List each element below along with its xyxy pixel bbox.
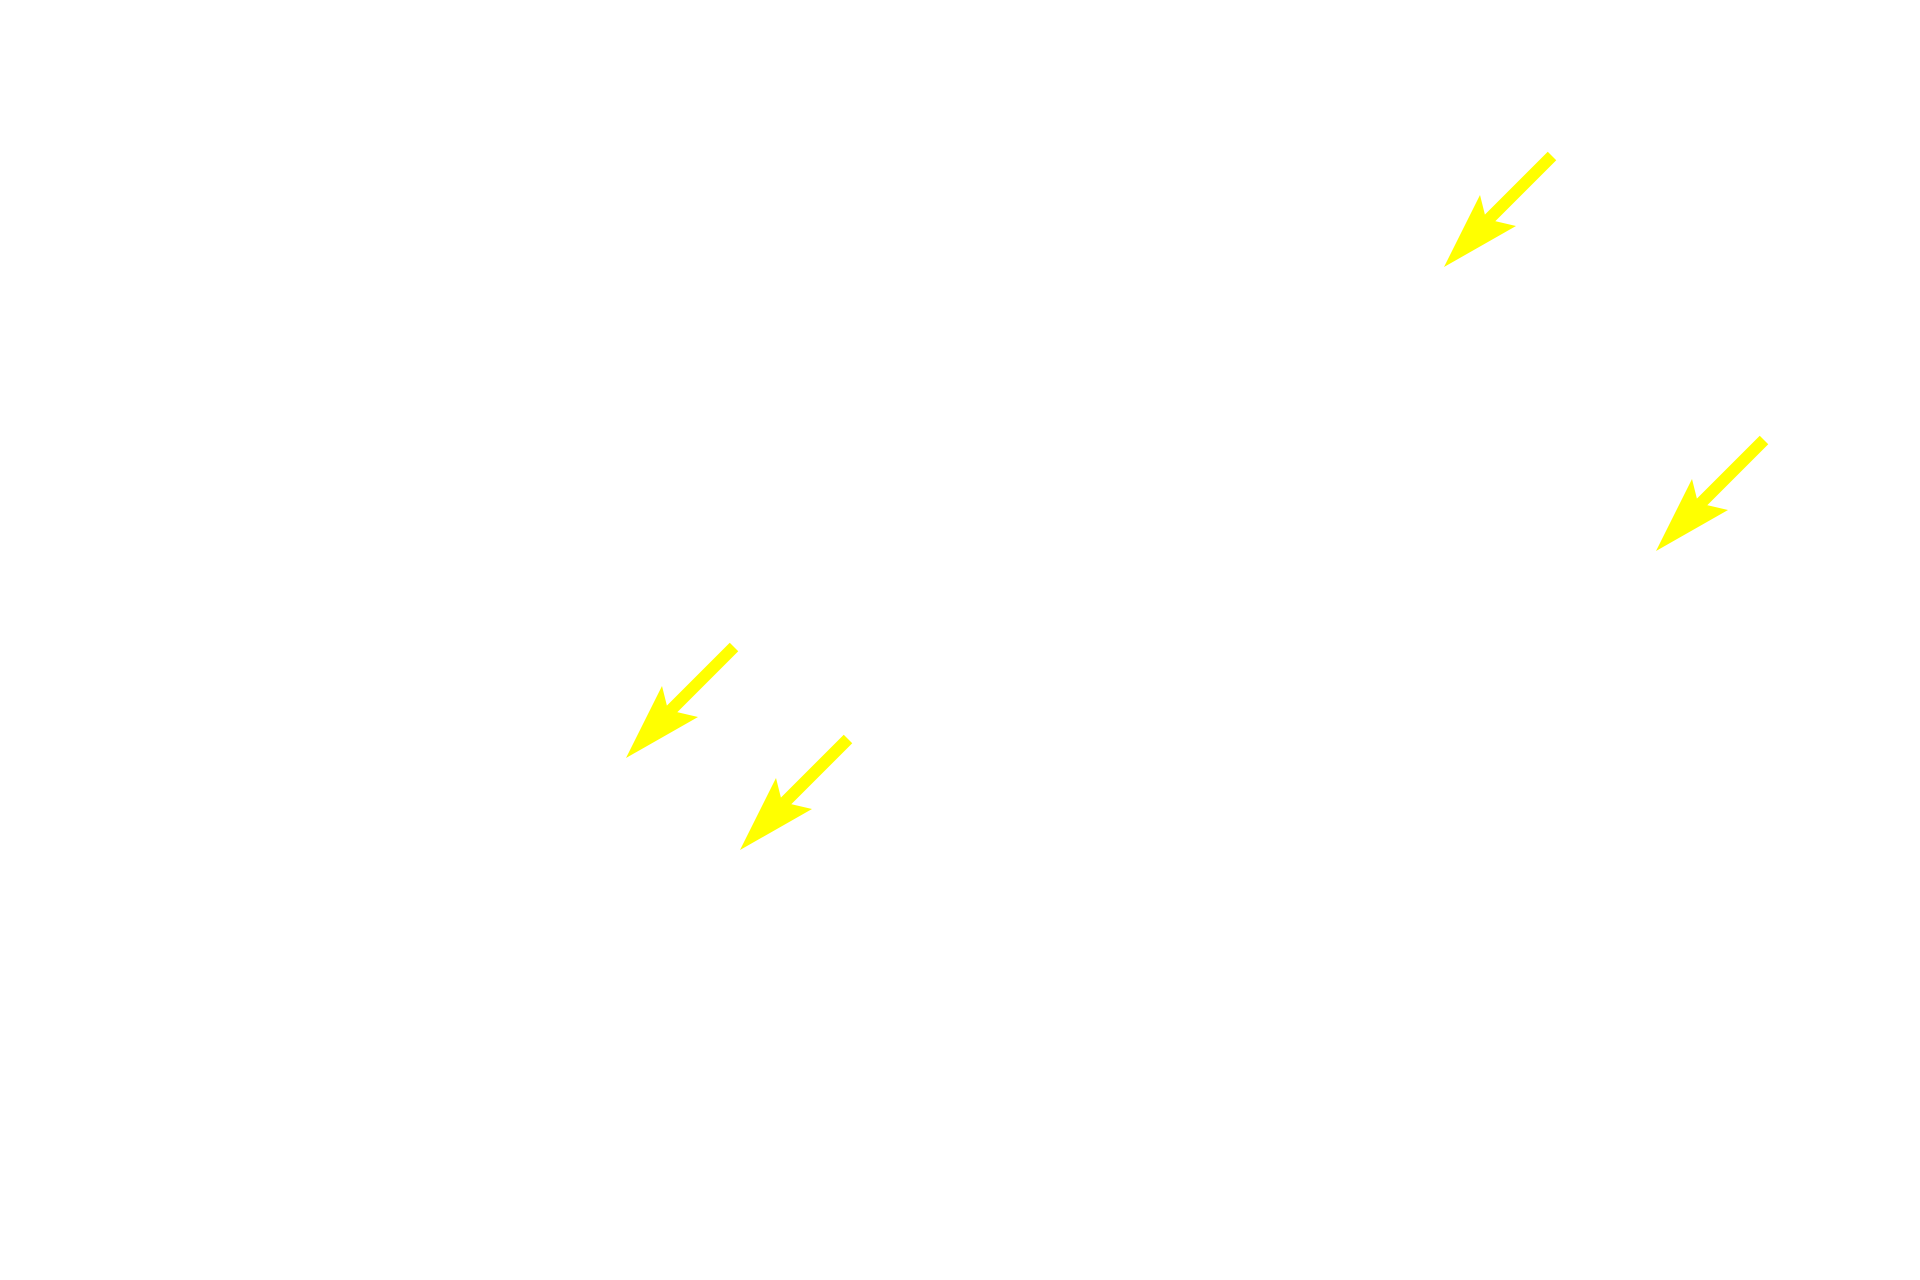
arrow-down-left-icon [1444, 151, 1557, 267]
arrow-down-left-icon [626, 642, 739, 758]
arrow-down-left-icon [740, 734, 853, 850]
arrow-down-left-icon [1656, 435, 1769, 551]
